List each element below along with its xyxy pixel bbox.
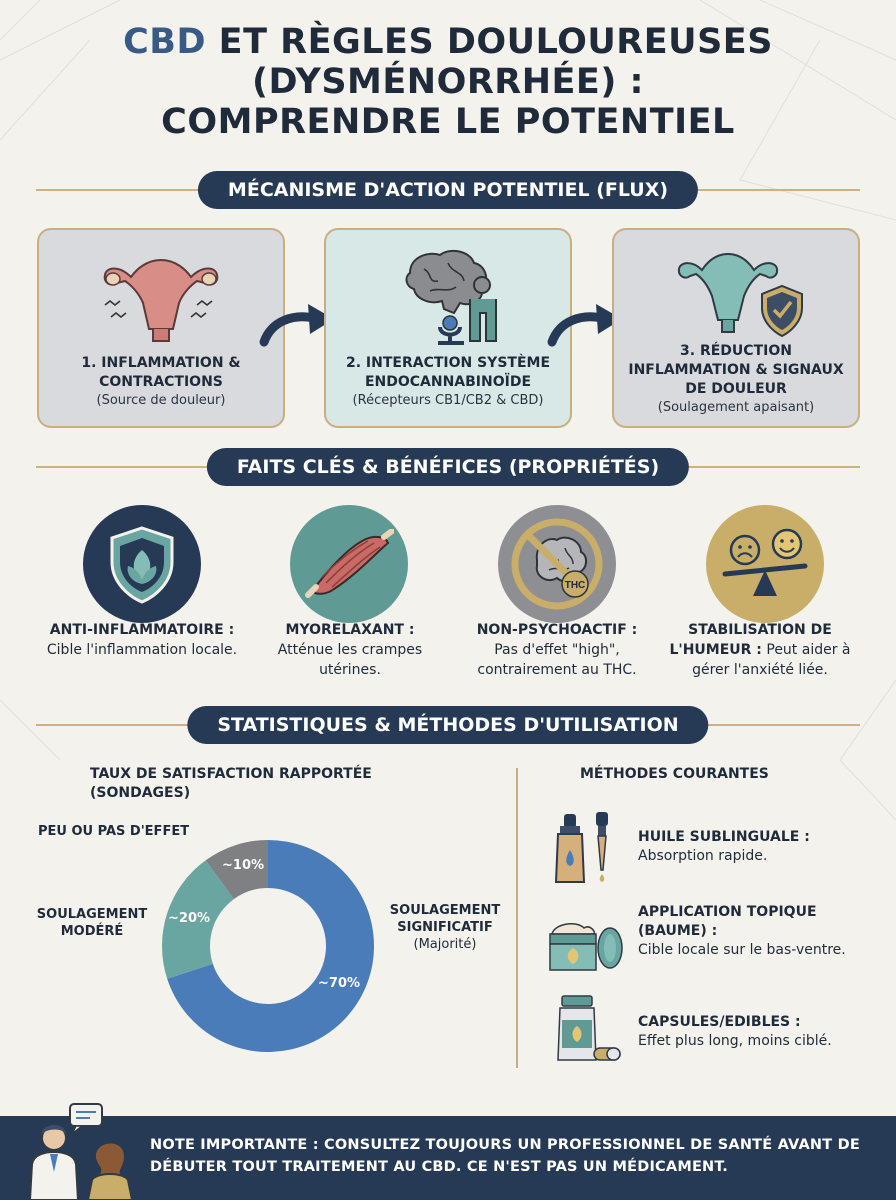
- donut-slice-no-effect: [205, 840, 268, 900]
- fact-4-title: STABILISATION DE L'HUMEUR :: [669, 622, 832, 658]
- footer-note: NOTE IMPORTANTE : CONSULTEZ TOUJOURS UN …: [150, 1137, 860, 1175]
- label-no-effect-title: PEU OU PAS D'EFFET: [38, 824, 190, 839]
- balm-jar-icon: [549, 922, 623, 971]
- method-capsules: CAPSULES/EDIBLES : Effet plus long, moin…: [638, 1013, 858, 1051]
- oil-dropper-icon: [554, 812, 608, 883]
- method-sublingual: HUILE SUBLINGUALE : Absorption rapide.: [638, 828, 858, 866]
- muscle-icon: [290, 505, 408, 623]
- title-line2: (DYSMÉNORRHÉE) :: [251, 62, 645, 102]
- footer-banner: [0, 1116, 896, 1200]
- capsule-bottle-icon: [557, 995, 621, 1061]
- fact-1-title: ANTI-INFLAMMATOIRE :: [49, 622, 235, 638]
- no-thc-icon: THC: [498, 505, 616, 623]
- flow-card-1-subtitle: (Source de douleur): [96, 393, 226, 408]
- label-no-effect: PEU OU PAS D'EFFET: [38, 823, 238, 840]
- fact-mood-stabilization: STABILISATION DE L'HUMEUR : Peut aider à…: [660, 620, 860, 680]
- uterus-shield-icon: [614, 240, 858, 340]
- page-title: CBD ET RÈGLES DOULOUREUSES (DYSMÉNORRHÉE…: [0, 22, 896, 142]
- stats-divider: [516, 768, 518, 1068]
- method-topical: APPLICATION TOPIQUE (BAUME) : Cible loca…: [638, 903, 858, 960]
- fact-1-text: Cible l'inflammation locale.: [46, 642, 238, 658]
- slice-none-pct: ~10%: [222, 858, 265, 873]
- slice-significant-pct: ~70%: [318, 976, 361, 991]
- flow-card-3-subtitle: (Soulagement apaisant): [657, 400, 815, 415]
- fact-3-text: Pas d'effet "high", contrairement au THC…: [477, 642, 637, 678]
- fact-muscle-relaxant: MYORELAXANT : Atténue les crampes utérin…: [245, 620, 455, 680]
- doctor-patient-icon: [28, 1103, 134, 1200]
- section-facts-heading: FAITS CLÉS & BÉNÉFICES (PROPRIÉTÉS): [206, 448, 690, 486]
- fact-3-title: NON-PSYCHOACTIF :: [476, 622, 638, 638]
- flow-card-1: 1. INFLAMMATION & CONTRACTIONS (Source d…: [37, 228, 285, 428]
- label-significant-note: (Majorité): [413, 937, 477, 952]
- label-moderate: SOULAGEMENT MODÉRÉ: [28, 906, 156, 940]
- flow-arrow-2-icon: [547, 304, 622, 347]
- label-significant-title: SOULAGEMENT SIGNIFICATIF: [389, 903, 501, 935]
- fact-4-text: Peut aider à gérer l'anxiété liée.: [692, 642, 851, 678]
- method-2-text: Cible locale sur le bas-ventre.: [638, 942, 846, 958]
- method-3-text: Effet plus long, moins ciblé.: [638, 1033, 832, 1049]
- method-1-title: HUILE SUBLINGUALE :: [638, 829, 810, 845]
- flow-card-2-title: 2. INTERACTION SYSTÈME ENDOCANNABINOÏDE: [345, 355, 551, 390]
- thc-badge-text: THC: [565, 580, 586, 591]
- satisfaction-donut-chart: [162, 840, 374, 1052]
- fact-2-text: Atténue les crampes utérines.: [277, 642, 423, 678]
- brain-receptors-icon: [326, 240, 570, 350]
- satisfaction-heading: TAUX DE SATISFACTION RAPPORTÉE (SONDAGES…: [90, 766, 372, 801]
- method-3-title: CAPSULES/EDIBLES :: [638, 1014, 801, 1030]
- title-line3: COMPRENDRE LE POTENTIEL: [161, 102, 735, 142]
- uterus-pain-icon: [39, 240, 283, 350]
- flow-card-1-title: 1. INFLAMMATION & CONTRACTIONS: [81, 355, 241, 390]
- label-significant: SOULAGEMENT SIGNIFICATIF (Majorité): [380, 902, 510, 953]
- flow-card-2: 2. INTERACTION SYSTÈME ENDOCANNABINOÏDE …: [324, 228, 572, 428]
- method-1-text: Absorption rapide.: [638, 848, 768, 864]
- section-mechanism-heading: MÉCANISME D'ACTION POTENTIEL (FLUX): [197, 171, 699, 209]
- label-moderate-title: SOULAGEMENT MODÉRÉ: [36, 907, 148, 939]
- fact-non-psychoactive: NON-PSYCHOACTIF : Pas d'effet "high", co…: [452, 620, 662, 680]
- shield-leaf-icon: [83, 505, 201, 623]
- flow-card-2-subtitle: (Récepteurs CB1/CB2 & CBD): [352, 393, 544, 408]
- flow-card-3-title: 3. RÉDUCTION INFLAMMATION & SIGNAUX DE D…: [628, 343, 844, 397]
- fact-2-title: MYORELAXANT :: [285, 622, 415, 638]
- slice-moderate-pct: ~20%: [168, 911, 211, 926]
- method-2-title: APPLICATION TOPIQUE (BAUME) :: [638, 904, 817, 939]
- donut-slice-moderate: [162, 860, 234, 979]
- title-highlight: CBD: [123, 22, 206, 62]
- flow-arrow-1-icon: [259, 304, 334, 347]
- mood-balance-icon: [706, 505, 824, 623]
- section-stats-heading: STATISTIQUES & MÉTHODES D'UTILISATION: [187, 706, 709, 744]
- title-line1: ET RÈGLES DOULOUREUSES: [206, 22, 773, 62]
- donut-slice-significant: [167, 840, 374, 1052]
- flow-card-3: 3. RÉDUCTION INFLAMMATION & SIGNAUX DE D…: [612, 228, 860, 428]
- methods-heading: MÉTHODES COURANTES: [580, 766, 769, 782]
- fact-anti-inflammatory: ANTI-INFLAMMATOIRE : Cible l'inflammatio…: [37, 620, 247, 660]
